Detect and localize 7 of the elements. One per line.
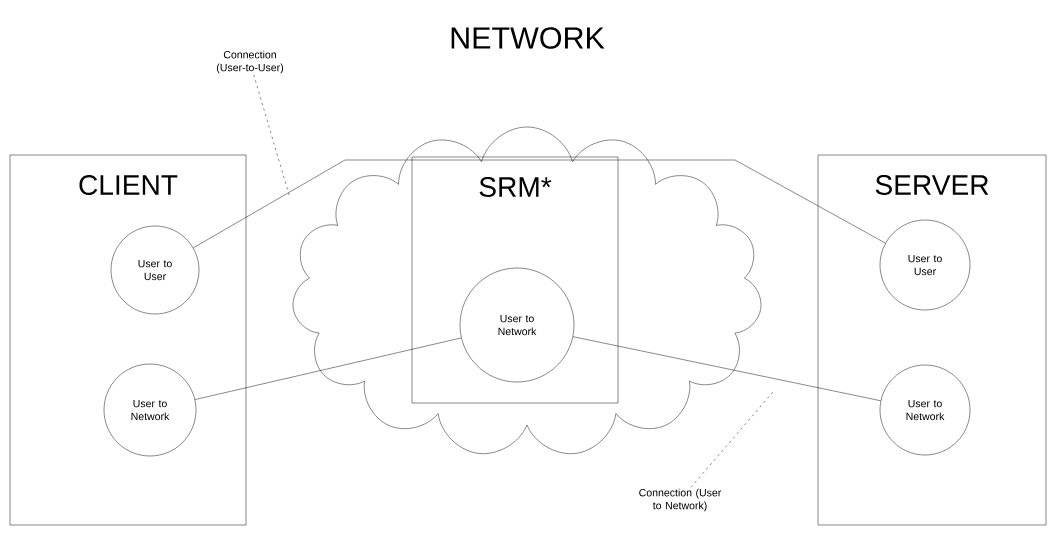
connection-line: [194, 337, 462, 400]
connection-label: Connection (User-to-User): [217, 50, 284, 74]
node-label: NETWORK: [451, 27, 605, 49]
leader-line: [690, 391, 774, 488]
connection-label: Connection (User to Network): [639, 488, 722, 512]
connection-line: [572, 336, 881, 401]
connection-line: [193, 159, 886, 249]
